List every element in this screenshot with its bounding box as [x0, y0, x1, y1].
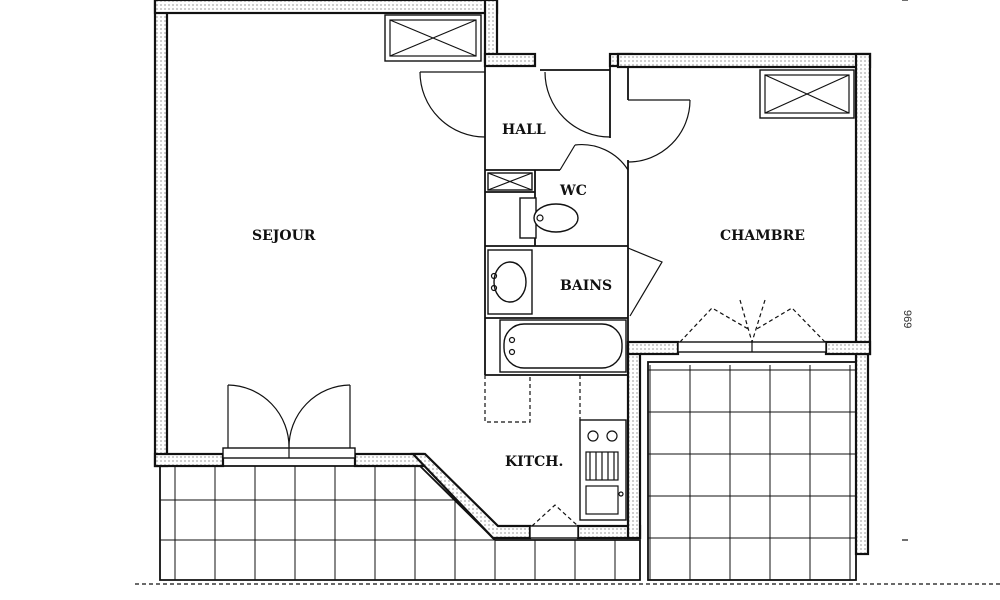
kitchen-counter: [579, 419, 627, 521]
door-bains: [627, 247, 663, 317]
interior-walls: [484, 62, 629, 376]
room-label-bains: BAINS: [560, 278, 612, 294]
room-label-kitchen: KITCH.: [505, 454, 563, 470]
door-chambre: [627, 99, 691, 163]
toilet: [519, 197, 579, 239]
room-label-hall: HALL: [502, 122, 546, 138]
window-kitchen: [529, 504, 579, 539]
cupboard-hall: [487, 172, 533, 191]
door-kitchen: [484, 375, 581, 423]
wardrobe-sejour: [384, 14, 482, 62]
bathtub: [499, 319, 627, 373]
french-window-chambre: [677, 299, 827, 353]
terrace-right: [647, 361, 857, 581]
exterior-walls: [153, 0, 872, 556]
terrace-left: [159, 465, 641, 581]
room-label-chambre: CHAMBRE: [720, 228, 805, 244]
french-window-sejour: [222, 384, 356, 459]
door-entry-right: [544, 71, 611, 138]
door-wc: [559, 144, 629, 171]
washbasin: [487, 249, 533, 315]
door-entry-left: [419, 71, 486, 138]
room-label-wc: WC: [559, 183, 587, 199]
dimension-label: 969: [901, 310, 913, 328]
wardrobe-chambre: [759, 69, 855, 119]
room-label-sejour: SEJOUR: [252, 228, 316, 244]
